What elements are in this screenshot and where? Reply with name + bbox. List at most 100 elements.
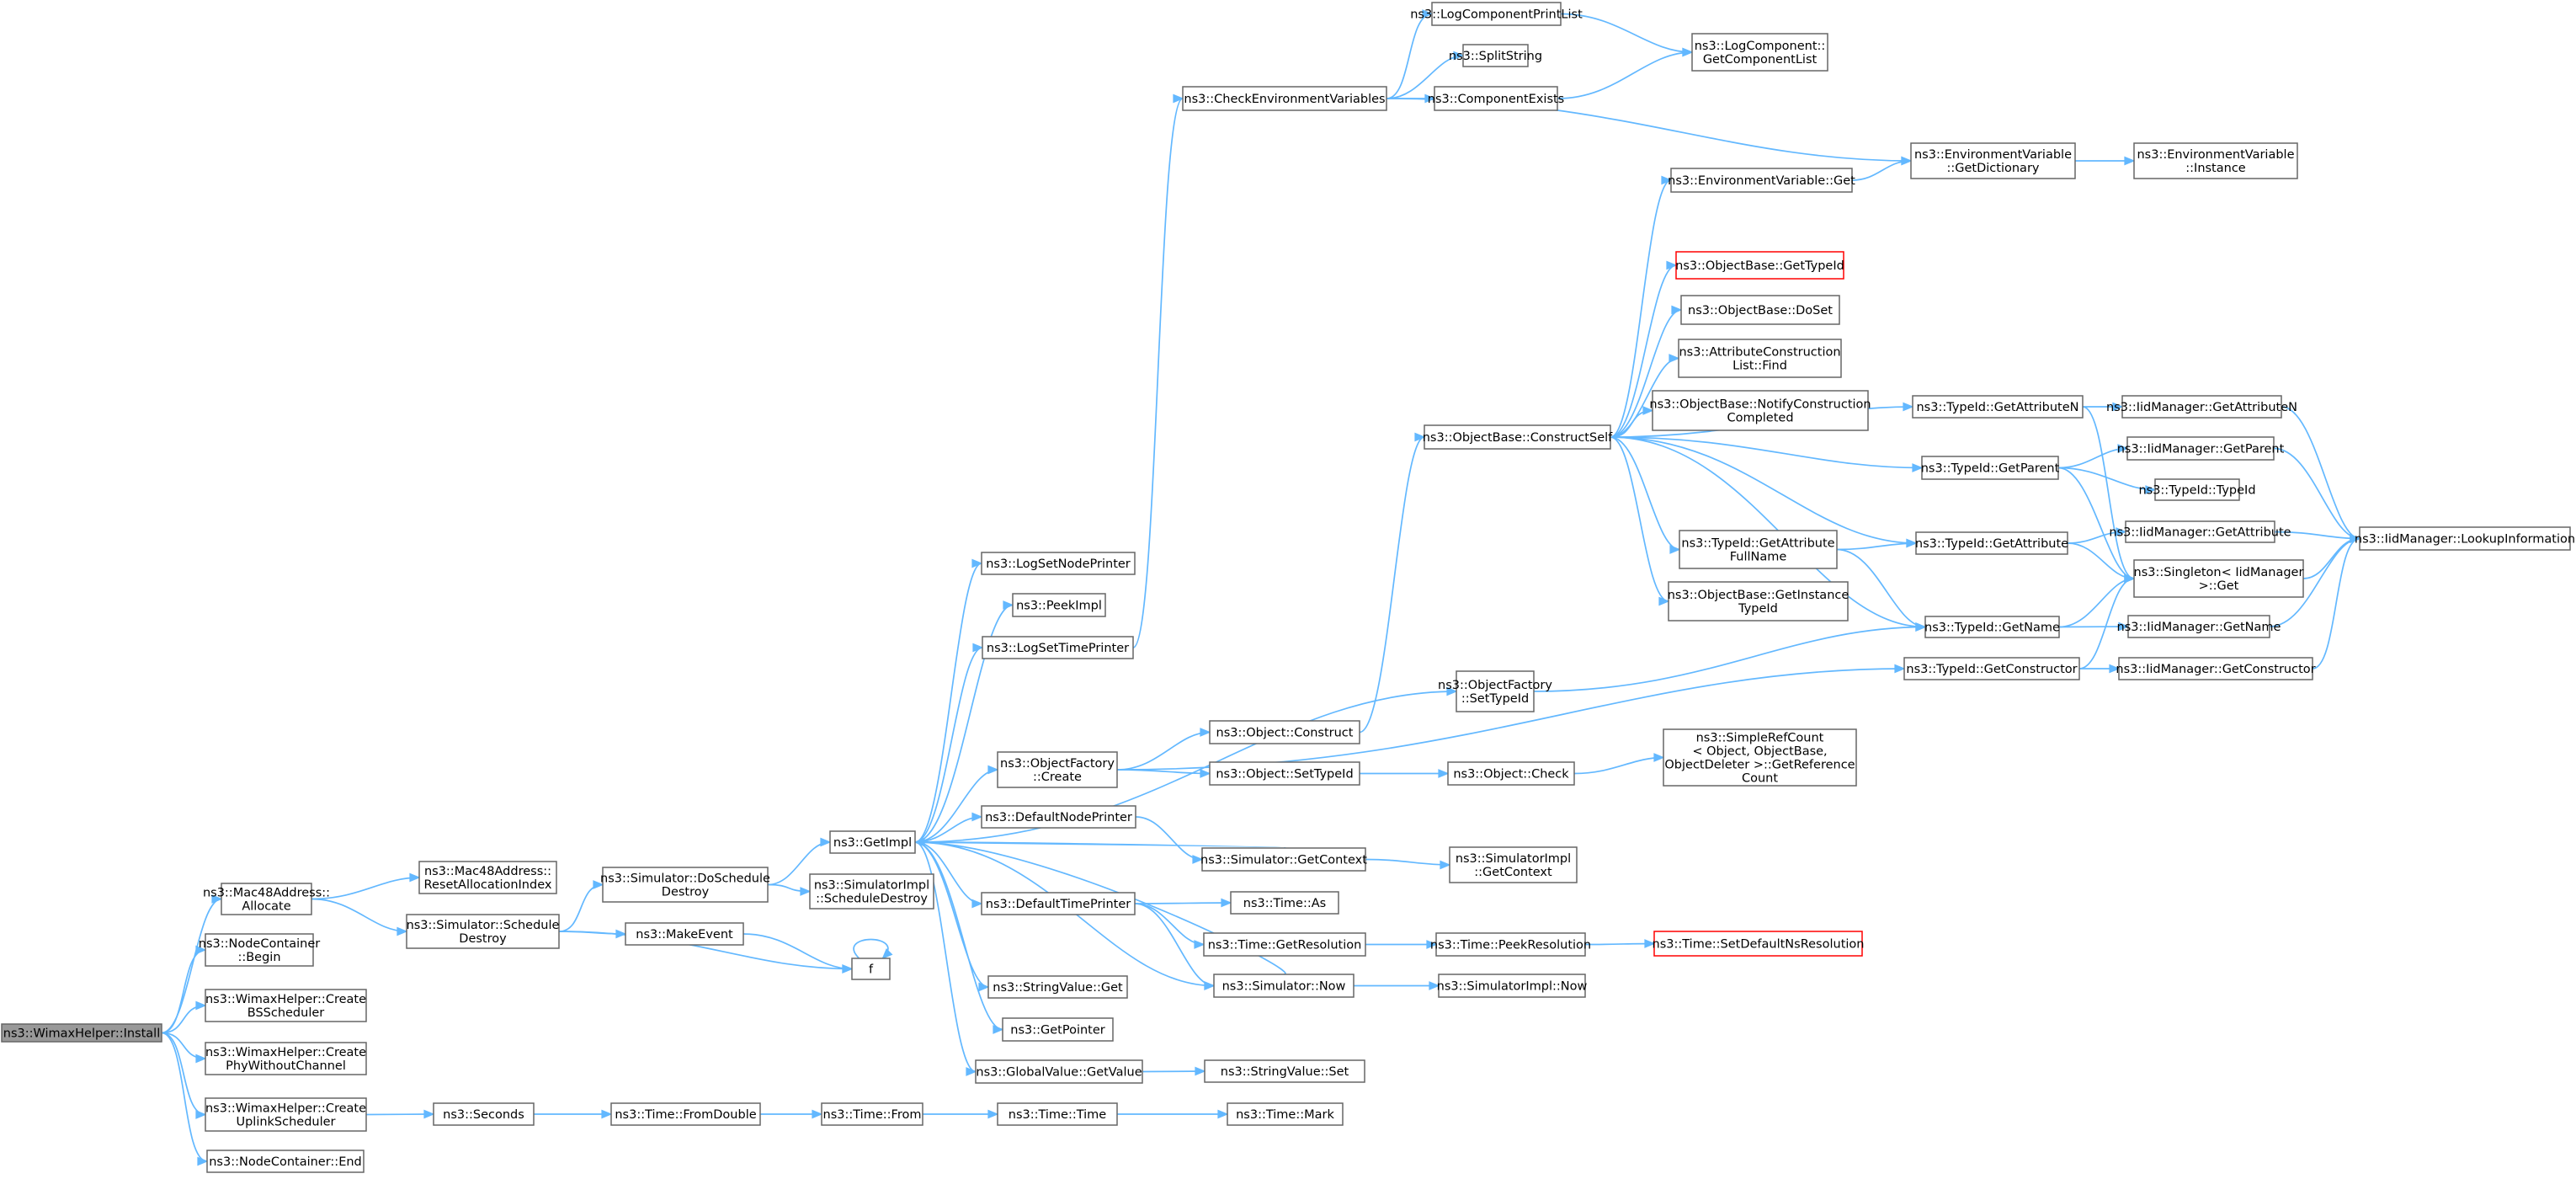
node-label: Destroy <box>459 932 507 946</box>
node-typeid-getconstructor[interactable]: ns3::TypeId::GetConstructor <box>1903 657 2080 680</box>
node-simimpl-sched-destroy[interactable]: ns3::SimulatorImpl::ScheduleDestroy <box>809 873 934 910</box>
node-box <box>2126 436 2275 461</box>
node-getpointer[interactable]: ns3::GetPointer <box>1002 1017 1114 1042</box>
node-label: ns3::NodeContainer <box>199 937 320 951</box>
node-nc-end[interactable]: ns3::NodeContainer::End <box>206 1150 365 1173</box>
node-object-check[interactable]: ns3::Object::Check <box>1447 761 1575 786</box>
node-objfactory-settypeid[interactable]: ns3::ObjectFactory::SetTypeId <box>1438 670 1552 712</box>
node-objectbase-doset[interactable]: ns3::ObjectBase::DoSet <box>1680 295 1840 325</box>
node-envvar-instance[interactable]: ns3::EnvironmentVariable::Instance <box>2133 142 2298 179</box>
node-getimpl[interactable]: ns3::GetImpl <box>829 830 916 854</box>
node-object-construct[interactable]: ns3::Object::Construct <box>1209 720 1360 744</box>
node-box <box>1449 846 1578 883</box>
node-default-time-printer[interactable]: ns3::DefaultTimePrinter <box>981 892 1136 915</box>
arrowhead <box>1429 981 1440 990</box>
node-simimpl-getcontext[interactable]: ns3::SimulatorImpl::GetContext <box>1449 846 1578 883</box>
node-label: ns3::IidManager::GetName <box>2117 621 2281 634</box>
node-from-double[interactable]: ns3::Time::FromDouble <box>610 1102 761 1126</box>
node-singleton-get[interactable]: ns3::Singleton< IidManager>::Get <box>2133 559 2304 598</box>
node-envvar-get[interactable]: ns3::EnvironmentVariable::Get <box>1668 168 1855 193</box>
node-log-set-node-printer[interactable]: ns3::LogSetNodePrinter <box>981 552 1136 575</box>
node-time-mark[interactable]: ns3::Time::Mark <box>1227 1102 1344 1126</box>
node-label: ns3::AttributeConstruction <box>1679 346 1840 360</box>
arrowhead <box>195 1000 207 1011</box>
node-typeid-getname[interactable]: ns3::TypeId::GetName <box>1924 616 2060 638</box>
edge-envvar_get-to-envvar_getdictionary <box>1851 156 1913 181</box>
node-typeid-getparent[interactable]: ns3::TypeId::GetParent <box>1921 456 2060 480</box>
node-box <box>981 892 1136 915</box>
node-seconds[interactable]: ns3::Seconds <box>433 1102 535 1126</box>
node-iid-getattributen[interactable]: ns3::IidManager::GetAttributeN <box>2106 395 2297 419</box>
arrowhead <box>1422 9 1434 19</box>
node-log-comp-print-list[interactable]: ns3::LogComponentPrintList <box>1410 2 1583 26</box>
node-log-comp-get-list[interactable]: ns3::LogComponent::GetComponentList <box>1691 33 1828 72</box>
node-reset-alloc[interactable]: ns3::Mac48Address::ResetAllocationIndex <box>418 861 557 894</box>
node-objectbase-constructself[interactable]: ns3::ObjectBase::ConstructSelf <box>1423 424 1613 450</box>
node-log-set-time-printer[interactable]: ns3::LogSetTimePrinter <box>982 636 1134 659</box>
node-check-env[interactable]: ns3::CheckEnvironmentVariables <box>1182 86 1387 111</box>
node-label: ns3::ObjectFactory <box>1438 679 1552 692</box>
node-typeid-getattributen[interactable]: ns3::TypeId::GetAttributeN <box>1912 395 2084 419</box>
node-label: ns3::ObjectBase::GetInstance <box>1668 589 1850 602</box>
node-default-node-printer[interactable]: ns3::DefaultNodePrinter <box>981 805 1136 829</box>
node-typeid-typeid[interactable]: ns3::TypeId::TypeId <box>2138 478 2256 501</box>
arrowhead <box>2117 444 2129 453</box>
node-time-time[interactable]: ns3::Time::Time <box>997 1102 1118 1126</box>
edge-line <box>1134 902 1232 904</box>
node-peekimpl[interactable]: ns3::PeekImpl <box>1012 593 1106 617</box>
node-time-getresolution[interactable]: ns3::Time::GetResolution <box>1203 932 1366 957</box>
node-iid-getattribute[interactable]: ns3::IidManager::GetAttribute <box>2109 520 2291 543</box>
node-component-exists[interactable]: ns3::ComponentExists <box>1428 86 1565 111</box>
node-time-peekresolution[interactable]: ns3::Time::PeekResolution <box>1430 932 1591 957</box>
node-sim-now[interactable]: ns3::Simulator::Now <box>1213 974 1355 998</box>
node-nc-begin[interactable]: ns3::NodeContainer::Begin <box>199 933 320 967</box>
edge-log_set_time_printer-to-check_env <box>1132 93 1184 648</box>
node-iid-getconstructor[interactable]: ns3::IidManager::GetConstructor <box>2116 657 2316 680</box>
node-label: ns3::EnvironmentVariable::Get <box>1668 174 1855 188</box>
edge-line <box>1116 731 1211 771</box>
node-sched-destroy[interactable]: ns3::Simulator::ScheduleDestroy <box>406 914 560 949</box>
node-label: ns3::IidManager::GetParent <box>2117 443 2285 456</box>
node-create-phy[interactable]: ns3::WimaxHelper::CreatePhyWithoutChanne… <box>205 1042 367 1075</box>
node-time-setdefaultnsres[interactable]: ns3::Time::SetDefaultNsResolution <box>1653 931 1865 957</box>
node-f[interactable]: f <box>851 958 891 980</box>
node-typeid-getattribute[interactable]: ns3::TypeId::GetAttribute <box>1915 531 2068 555</box>
node-install[interactable]: ns3::WimaxHelper::Install <box>1 1023 162 1043</box>
node-make-event[interactable]: ns3::MakeEvent <box>625 922 744 946</box>
node-objfactory-create[interactable]: ns3::ObjectFactory::Create <box>997 751 1118 788</box>
node-label: ns3::Time::GetResolution <box>1208 939 1362 952</box>
node-objectbase-notify[interactable]: ns3::ObjectBase::NotifyConstructionCompl… <box>1649 390 1871 431</box>
node-box <box>1903 657 2080 680</box>
node-simimpl-now[interactable]: ns3::SimulatorImpl::Now <box>1437 974 1588 998</box>
node-split-string[interactable]: ns3::SplitString <box>1449 44 1542 67</box>
node-iid-getparent[interactable]: ns3::IidManager::GetParent <box>2117 436 2285 461</box>
arrowhead <box>800 887 812 896</box>
node-objectbase-gettypeid[interactable]: ns3::ObjectBase::GetTypeId <box>1675 251 1844 280</box>
node-object-settypeid[interactable]: ns3::Object::SetTypeId <box>1209 761 1360 786</box>
node-label: ns3::LogComponent:: <box>1695 40 1826 53</box>
node-stringvalue-get[interactable]: ns3::StringValue::Get <box>987 975 1128 999</box>
arrowhead <box>195 945 207 955</box>
node-globalvalue-getvalue[interactable]: ns3::GlobalValue::GetValue <box>975 1059 1143 1084</box>
arrowhead <box>409 872 421 883</box>
node-box <box>1652 390 1869 431</box>
node-sim-getcontext[interactable]: ns3::Simulator::GetContext <box>1200 847 1367 872</box>
node-time-as[interactable]: ns3::Time::As <box>1230 891 1339 915</box>
node-box <box>1924 616 2060 638</box>
edge-objectbase_constructself-to-objectbase_gettypeid <box>1610 260 1678 438</box>
node-label: ObjectDeleter >::GetReference <box>1664 759 1855 772</box>
node-allocate[interactable]: ns3::Mac48Address::Allocate <box>203 883 330 915</box>
node-stringvalue-set[interactable]: ns3::StringValue::Set <box>1204 1059 1365 1083</box>
node-iid-getname[interactable]: ns3::IidManager::GetName <box>2117 615 2281 638</box>
node-envvar-getdictionary[interactable]: ns3::EnvironmentVariable::GetDictionary <box>1910 142 2076 179</box>
node-time-from[interactable]: ns3::Time::From <box>821 1102 923 1126</box>
node-iid-lookupinfo[interactable]: ns3::IidManager::LookupInformation <box>2355 526 2575 551</box>
node-label: ::ScheduleDestroy <box>816 893 928 906</box>
node-simplerefcount[interactable]: ns3::SimpleRefCount< Object, ObjectBase,… <box>1663 728 1857 787</box>
